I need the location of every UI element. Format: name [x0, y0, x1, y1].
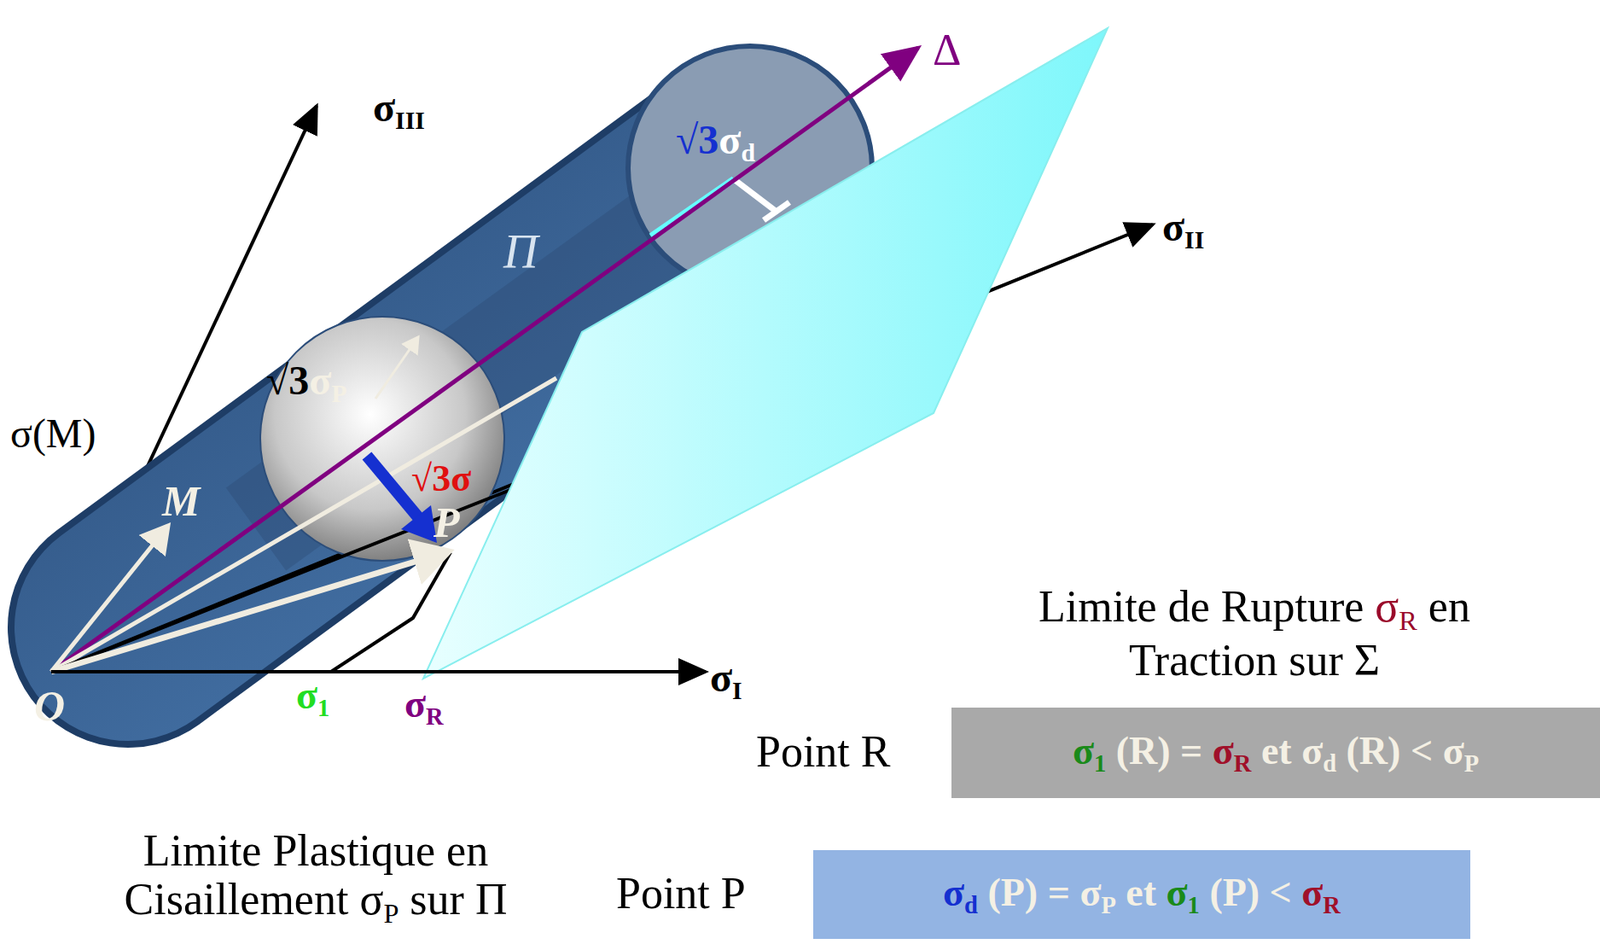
rupture-plane [423, 28, 1108, 679]
condition-box: σ1 (R) = σR et σd (R) < σP [951, 707, 1600, 798]
criterion-caption: Limite Plastique en Cisaillement σP sur … [42, 826, 589, 929]
component-label: σ1 [296, 674, 330, 722]
axis-sigma-I [51, 669, 706, 674]
component-label: σR [404, 682, 444, 730]
yield-sphere [260, 316, 505, 561]
sphere-radius-vector [375, 337, 419, 399]
axis-label: σI [709, 655, 743, 705]
vector-P [51, 551, 449, 672]
axis-label: σII [1162, 204, 1205, 255]
criterion-caption: Limite de Rupture σR en Traction sur Σ [998, 581, 1511, 685]
point-name: Point P [616, 868, 746, 918]
condition-box: σd (P) = σP et σ1 (P) < σR [813, 849, 1471, 939]
point-label: M [162, 477, 200, 525]
deviator-arrowhead [401, 505, 437, 543]
component-path [51, 552, 451, 672]
origin-label: O [34, 682, 65, 730]
condition-text: σ1 (R) = σR et σd (R) < σP [1072, 729, 1479, 777]
deviator-label: √3σ [411, 458, 472, 500]
axis-label: σIII [372, 85, 425, 135]
condition-text: σd (P) = σP et σ1 (P) < σR [942, 871, 1341, 919]
radius-label: √3σd [675, 117, 756, 168]
axis-label: Δ [932, 25, 961, 75]
point-label: P [433, 499, 460, 547]
radius-tick [733, 179, 790, 221]
vector-label: σ(M) [10, 411, 97, 457]
radius-label: √3σP [266, 358, 348, 408]
point-name: Point R [756, 727, 891, 776]
plane-label: Π [503, 226, 538, 280]
